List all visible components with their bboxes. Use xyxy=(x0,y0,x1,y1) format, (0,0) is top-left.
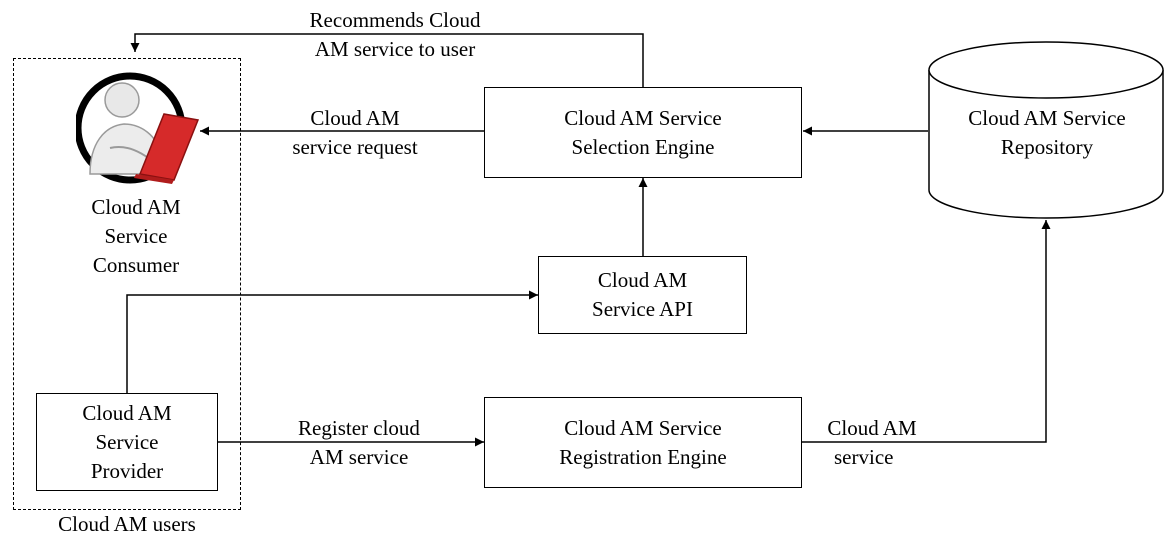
consumer-label: Cloud AM Service Consumer xyxy=(91,195,181,277)
edge-label-service: Cloud AM service xyxy=(827,416,917,469)
users-group-label: Cloud AM users xyxy=(58,512,196,536)
registration-engine-box: Cloud AM Service Registration Engine xyxy=(484,397,802,488)
arrow-provider-to-api xyxy=(126,290,538,393)
users-group-boundary xyxy=(13,58,241,510)
selection-engine-box: Cloud AM Service Selection Engine xyxy=(484,87,802,178)
edge-label-recommends: Recommends Cloud AM service to user xyxy=(309,8,481,61)
arrow-recommends xyxy=(130,33,644,87)
repository-label: Cloud AM Service Repository xyxy=(968,106,1126,159)
edge-label-register: Register cloud AM service xyxy=(298,416,420,469)
service-api-box: Cloud AM Service API xyxy=(538,256,747,334)
user-with-laptop-icon xyxy=(76,72,200,184)
repository-cylinder xyxy=(928,41,1164,219)
edge-label-service-request: Cloud AM service request xyxy=(292,106,418,159)
provider-box: Cloud AM Service Provider xyxy=(36,393,218,491)
arrow-registration-to-repository xyxy=(801,220,1051,443)
